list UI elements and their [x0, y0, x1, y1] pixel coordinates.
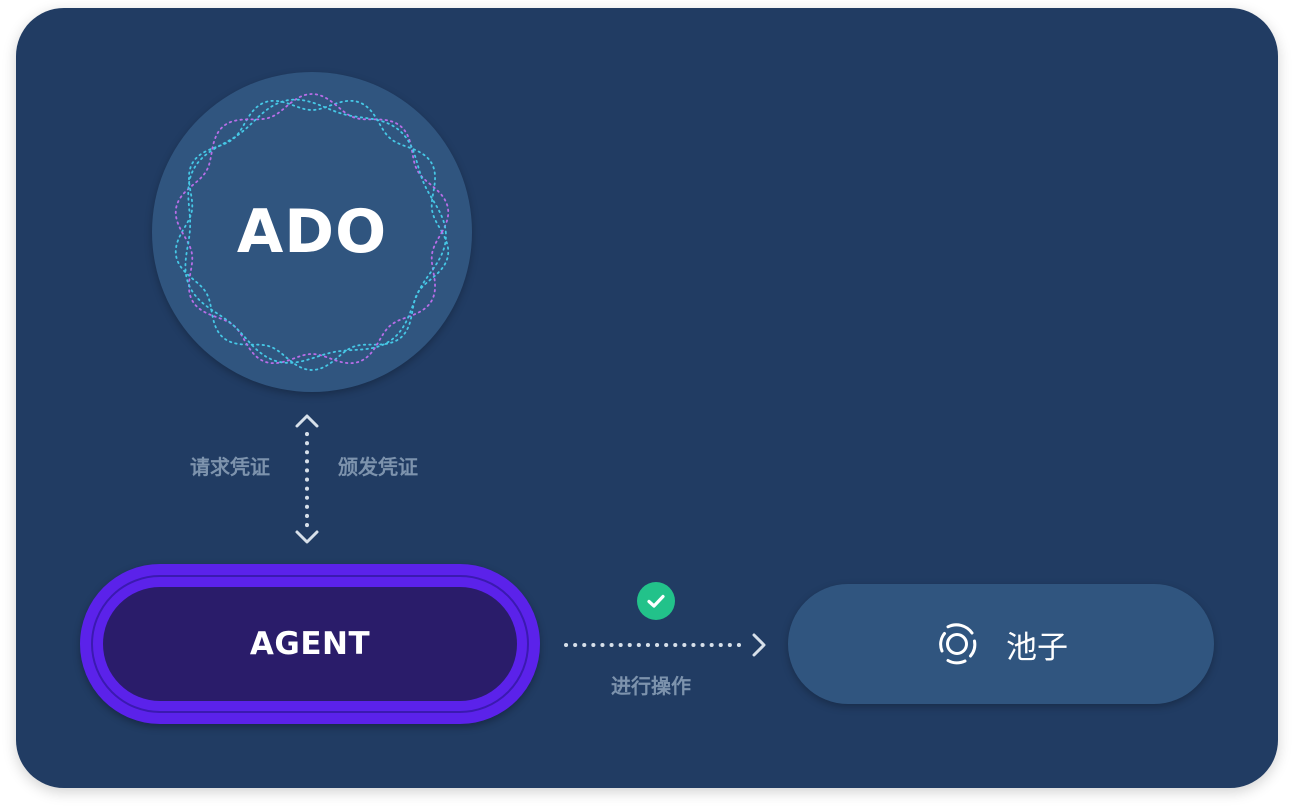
bidirectional-arrow [295, 414, 319, 544]
ado-rings [174, 93, 450, 371]
operation-arrow [564, 633, 766, 657]
request-credential-label: 请求凭证 [190, 455, 270, 479]
agent-inner: AGENT [103, 587, 517, 701]
issue-credential-label: 颁发凭证 [338, 455, 418, 479]
check-icon [637, 582, 675, 620]
pool-node[interactable]: 池子 [788, 584, 1214, 704]
operation-label: 进行操作 [611, 674, 691, 698]
pool-icon [939, 623, 977, 665]
agent-label: AGENT [249, 626, 371, 662]
agent-ring [91, 575, 529, 713]
ado-label: ADO [236, 197, 388, 267]
ado-node[interactable]: ADO [152, 72, 472, 392]
diagram-canvas: ADO 请求凭证 颁发凭证 AGENT 进行操作 池子 [16, 8, 1278, 788]
pool-label: 池子 [1006, 629, 1068, 666]
agent-node[interactable]: AGENT [80, 564, 540, 724]
